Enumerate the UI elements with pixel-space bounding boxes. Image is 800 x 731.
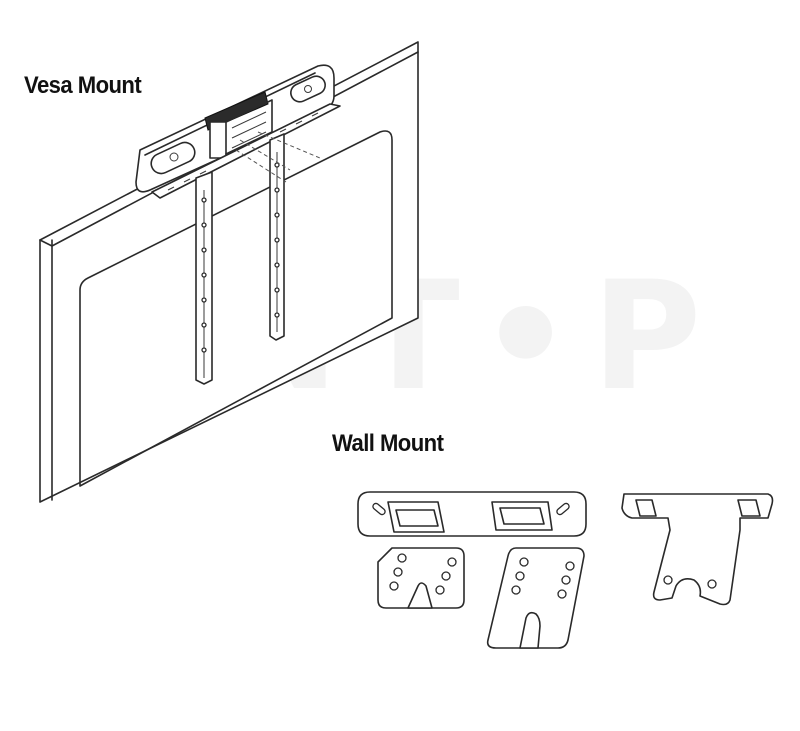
wall-mount-small-plate [377, 547, 465, 609]
video-bar [135, 64, 341, 199]
wall-mount-label: Wall Mount [332, 430, 444, 457]
wall-mount-t-bracket [621, 493, 774, 606]
strap-holes [201, 162, 280, 353]
vesa-mount-label: Vesa Mount [24, 72, 142, 99]
wall-mount-slotted-plate [486, 547, 585, 649]
vesa-straps [195, 131, 321, 385]
wall-mount-long-plate [357, 491, 587, 537]
